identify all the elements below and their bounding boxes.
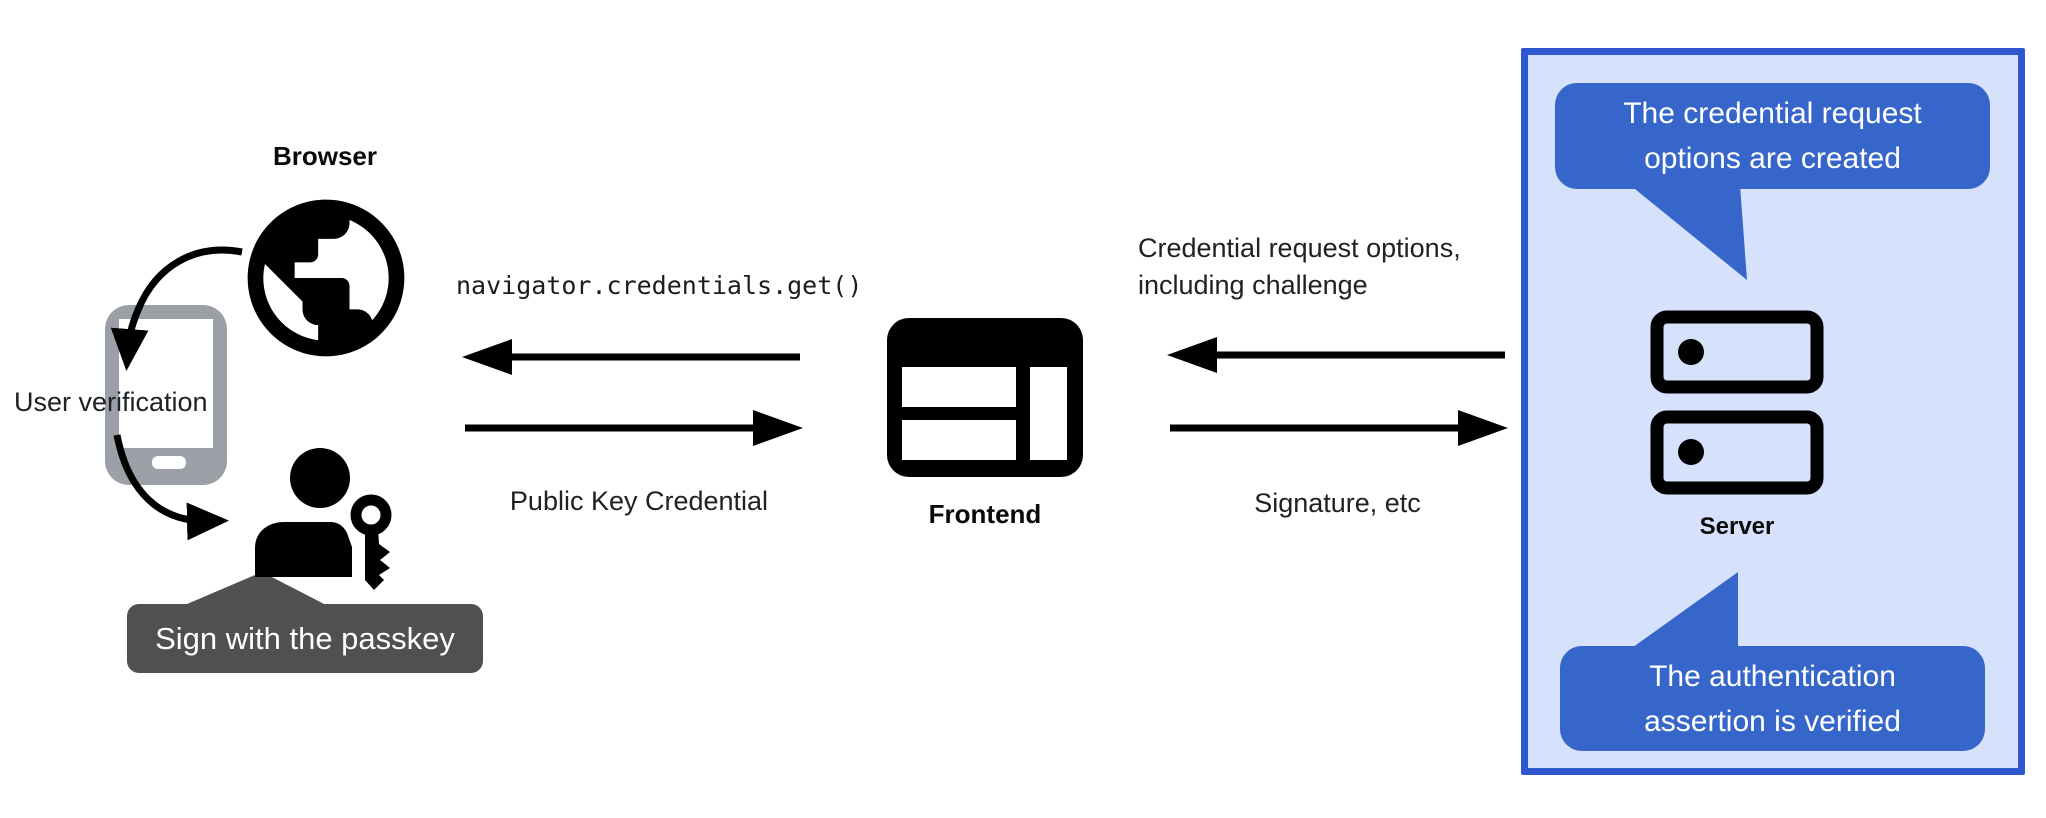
server-label: Server [1699, 513, 1775, 540]
top-callout-line1: The credential request [1623, 97, 1922, 130]
passkey-tooltip: Sign with the passkey [127, 604, 483, 673]
arrow-frontend-to-server [1170, 410, 1508, 446]
browser-window-icon [887, 318, 1083, 477]
curved-arrow-phone-to-user [113, 434, 229, 541]
credential-request-options-line1: Credential request options, [1138, 233, 1461, 263]
curved-arrow-globe-to-phone [110, 246, 243, 371]
public-key-credential-label: Public Key Credential [509, 486, 769, 516]
arrow-browser-to-frontend [465, 410, 803, 446]
top-callout-line2: options are created [1644, 142, 1901, 175]
key-icon [350, 494, 392, 590]
callout-credential-request-created: The credential request options are creat… [1555, 83, 1990, 189]
signature-label: Signature, etc [1254, 488, 1421, 518]
passkey-tooltip-tail [180, 572, 330, 607]
credential-request-options-label: Credential request options, including ch… [1138, 230, 1461, 304]
arrow-frontend-to-browser [462, 339, 800, 375]
bottom-callout-line1: The authentication [1649, 659, 1896, 693]
bottom-callout-line2: assertion is verified [1644, 704, 1901, 738]
globe-icon [247, 199, 405, 357]
credentials-get-call-label: navigator.credentials.get() [456, 271, 863, 300]
user-verification-label: User verification [14, 387, 208, 417]
passkey-tooltip-text: Sign with the passkey [155, 620, 455, 656]
arrow-server-to-frontend [1167, 337, 1505, 373]
frontend-label: Frontend [928, 499, 1042, 529]
credential-request-options-line2: including challenge [1138, 270, 1368, 300]
callout-assertion-verified: The authentication assertion is verified [1560, 646, 1985, 751]
browser-label: Browser [272, 141, 378, 171]
person-icon [255, 448, 352, 577]
